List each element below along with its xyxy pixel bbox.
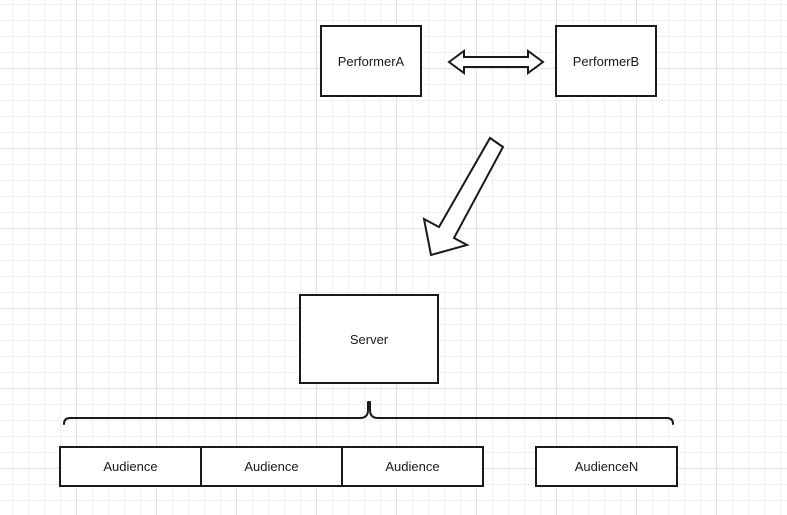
- audience-node-1[interactable]: Audience: [59, 446, 202, 487]
- block-arrow-to-server[interactable]: [422, 136, 505, 257]
- audience-2-label: Audience: [244, 459, 299, 474]
- performer-a-label: PerformerA: [337, 53, 405, 69]
- audience-1-label: Audience: [103, 459, 158, 474]
- audience-group-brace: [63, 401, 674, 425]
- audience-node-2[interactable]: Audience: [200, 446, 343, 487]
- server-node[interactable]: Server: [299, 294, 439, 384]
- audience-node-n[interactable]: AudienceN: [535, 446, 678, 487]
- bidirectional-arrow[interactable]: [447, 49, 545, 75]
- audience-3-label: Audience: [385, 459, 440, 474]
- audience-n-label: AudienceN: [574, 459, 639, 474]
- performer-a-node[interactable]: PerformerA: [320, 25, 422, 97]
- server-label: Server: [349, 331, 389, 347]
- performer-b-node[interactable]: PerformerB: [555, 25, 657, 97]
- performer-b-label: PerformerB: [572, 53, 640, 69]
- audience-node-3[interactable]: Audience: [341, 446, 484, 487]
